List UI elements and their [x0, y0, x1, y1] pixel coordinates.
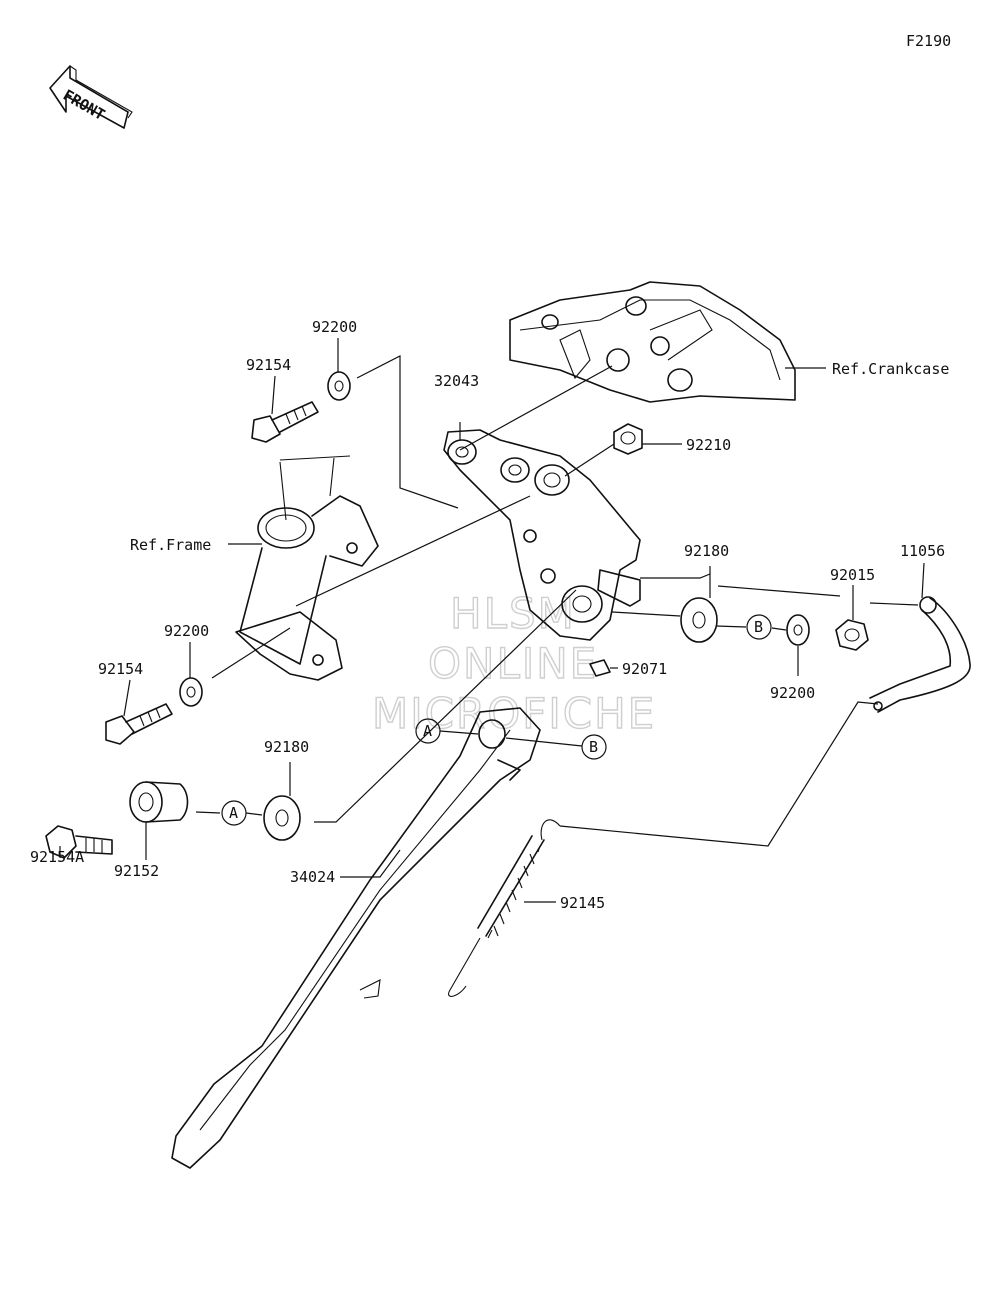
- bolt-92154A-icon: [45, 825, 113, 859]
- watermark-line-2: ONLINE: [428, 639, 598, 688]
- svg-text:A: A: [229, 804, 238, 822]
- washer-92180-right-icon: [680, 597, 718, 643]
- part-label-92200-right: 92200: [770, 684, 815, 702]
- frame-drawing: [235, 455, 379, 681]
- bolt-92154-left-icon: [105, 703, 173, 745]
- callout-a-mid: A: [415, 718, 441, 744]
- part-label-92154-top: 92154: [246, 356, 291, 374]
- ref-frame-label: Ref.Frame: [130, 536, 211, 554]
- leader-lines: [59, 338, 925, 903]
- part-label-92200-top: 92200: [312, 318, 357, 336]
- pin-92071-icon: [589, 659, 611, 677]
- part-label-92071: 92071: [622, 660, 667, 678]
- part-label-92200-left: 92200: [164, 622, 209, 640]
- svg-text:A: A: [423, 722, 432, 740]
- part-label-92210: 92210: [686, 436, 731, 454]
- part-label-92152: 92152: [114, 862, 159, 880]
- callout-a-left: A: [221, 800, 247, 826]
- watermark-line-3: MICROFICHE: [372, 689, 656, 738]
- part-label-92154A: 92154A: [30, 848, 84, 866]
- figure-code: F2190: [906, 32, 951, 50]
- ref-crankcase-label: Ref.Crankcase: [832, 360, 949, 378]
- spring-92145-drawing: [448, 819, 561, 997]
- nut-92015-icon: [835, 619, 869, 651]
- callout-b-mid: B: [581, 734, 607, 760]
- callout-b-right: B: [746, 614, 772, 640]
- part-label-92180-left: 92180: [264, 738, 309, 756]
- watermark: HLSM ONLINE MICROFICHE: [371, 588, 656, 738]
- washer-92180-left-icon: [263, 795, 301, 841]
- part-label-92145: 92145: [560, 894, 605, 912]
- svg-text:B: B: [589, 738, 598, 756]
- front-arrow-icon: FRONT: [49, 65, 133, 129]
- bolt-92154-top-icon: [251, 401, 319, 443]
- part-label-92154-left: 92154: [98, 660, 143, 678]
- part-label-32043: 32043: [434, 372, 479, 390]
- watermark-line-1: HLSM: [450, 589, 576, 638]
- washer-92200-right-icon: [786, 614, 810, 646]
- nut-92210-icon: [613, 423, 643, 455]
- svg-text:B: B: [754, 618, 763, 636]
- part-label-34024: 34024: [290, 868, 335, 886]
- collar-92152-icon: [129, 781, 189, 823]
- bracket-32043-drawing: [443, 429, 641, 641]
- rod-11056-drawing: [869, 596, 971, 713]
- washer-92200-left-icon: [179, 677, 203, 707]
- crankcase-drawing: [509, 281, 796, 403]
- part-label-92180-right: 92180: [684, 542, 729, 560]
- side-stand-34024-drawing: [171, 707, 541, 1169]
- part-label-92015: 92015: [830, 566, 875, 584]
- front-label: FRONT: [60, 86, 108, 124]
- part-label-11056: 11056: [900, 542, 945, 560]
- washer-92200-top-icon: [327, 371, 351, 401]
